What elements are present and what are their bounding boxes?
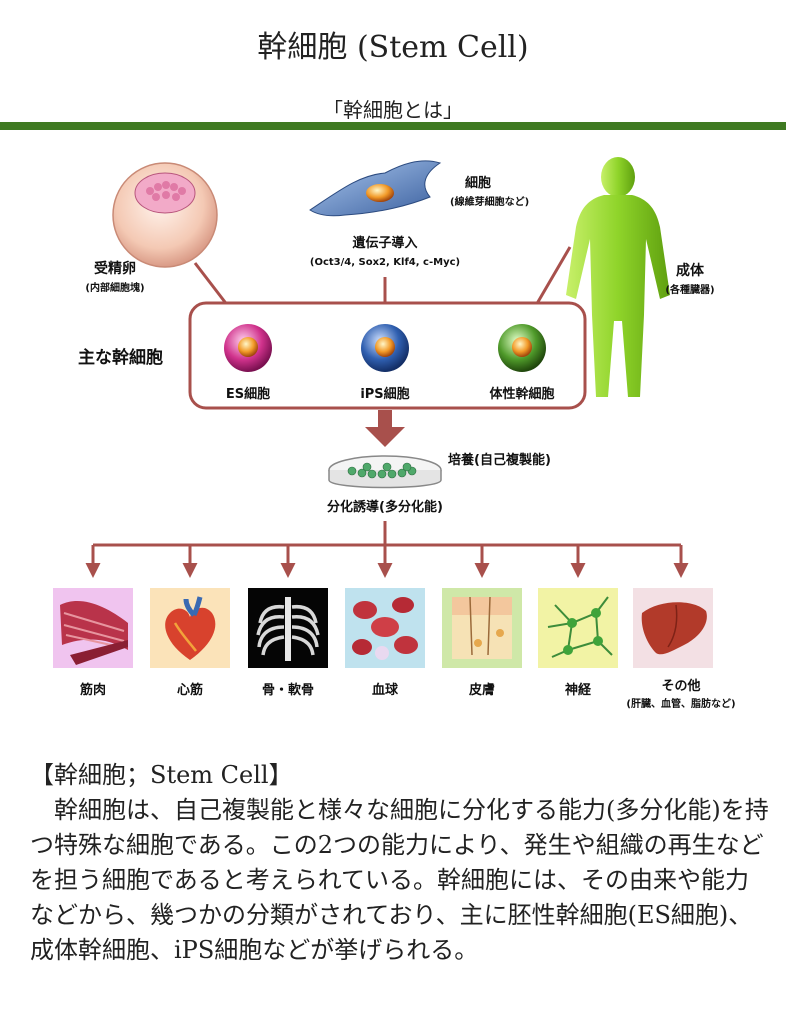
adult-human-icon	[566, 157, 670, 397]
tissue-label-heart: 心筋	[177, 682, 203, 698]
description-block: 【幹細胞；Stem Cell】 幹細胞は、自己複製能と様々な細胞に分化する能力(…	[30, 758, 770, 968]
fertilized-egg-icon	[112, 162, 218, 268]
page-subtitle: 「幹細胞とは」	[323, 98, 463, 122]
adult-label: 成体	[676, 262, 705, 279]
tissue-label-bone: 骨・軟骨	[262, 682, 314, 698]
stem-cell-diagram: 受精卵 (内部細胞塊) 細胞 (線維芽細胞など) 遺伝子導入 (Oct3/4, …	[53, 157, 736, 710]
somatic-stem-cell-label: 体性幹細胞	[489, 386, 554, 402]
tissue-label-other: その他	[661, 678, 700, 694]
culture-label: 培養(自己複製能)	[448, 452, 551, 468]
gene-transfer-factors: (Oct3/4, Sox2, Klf4, c-Myc)	[310, 257, 460, 268]
description-heading: 【幹細胞；Stem Cell】	[30, 761, 293, 789]
culture-dish-icon	[328, 455, 442, 489]
blood-cells-icon	[345, 588, 425, 668]
es-cell-label: ES細胞	[226, 386, 270, 402]
tissue-label-blood: 血球	[372, 682, 399, 698]
gene-transfer-label: 遺伝子導入	[351, 235, 417, 251]
tissue-label-other-detail: (肝臓、血管、脂肪など)	[626, 697, 735, 710]
fertilized-egg-sublabel: (内部細胞塊)	[85, 281, 144, 294]
liver-icon	[633, 588, 713, 668]
somatic-stem-cell-icon	[498, 324, 546, 372]
somatic-cell-sublabel: (線維芽細胞など)	[450, 195, 529, 208]
differentiation-tree	[93, 521, 681, 547]
tissue-label-skin: 皮膚	[468, 682, 495, 698]
main-stem-cells-label: 主な幹細胞	[78, 347, 163, 368]
somatic-cell-label: 細胞	[465, 175, 491, 191]
ips-cell-label: iPS細胞	[360, 386, 409, 402]
fibroblast-cell-icon	[309, 160, 442, 217]
tissue-label-muscle: 筋肉	[79, 682, 106, 698]
neuron-icon	[538, 588, 618, 668]
box-to-dish-arrow	[365, 410, 405, 447]
fertilized-egg-label: 受精卵	[94, 260, 136, 277]
adult-sublabel: (各種臓器)	[665, 283, 714, 296]
es-cell-icon	[224, 324, 272, 372]
skeleton-icon	[248, 588, 328, 668]
green-divider	[0, 122, 786, 130]
differentiation-label: 分化誘導(多分化能)	[327, 499, 443, 515]
description-paragraph: 幹細胞は、自己複製能と様々な細胞に分化する能力(多分化能)を持つ特殊な細胞である…	[30, 796, 769, 964]
tissue-arrows	[85, 545, 689, 578]
heart-icon	[150, 588, 230, 668]
ips-cell-icon	[361, 324, 409, 372]
tissue-label-nerve: 神経	[565, 682, 592, 698]
page-title: 幹細胞 (Stem Cell)	[257, 30, 529, 65]
skin-icon	[442, 588, 522, 668]
muscle-icon	[53, 588, 133, 668]
